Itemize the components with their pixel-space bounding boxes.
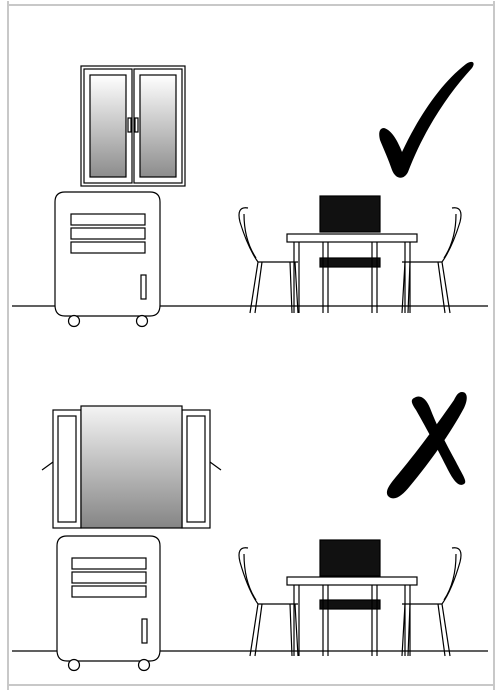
cross-mark-icon [387, 392, 467, 498]
panel-incorrect [12, 392, 488, 671]
panel-correct [12, 62, 488, 327]
air-conditioner-unit [57, 536, 160, 671]
window-doors-open [42, 406, 221, 528]
window-doors-closed [81, 66, 185, 186]
table-and-chairs [239, 540, 461, 656]
air-conditioner-unit [55, 192, 160, 327]
check-mark-icon [379, 62, 473, 178]
table-and-chairs [239, 196, 461, 313]
